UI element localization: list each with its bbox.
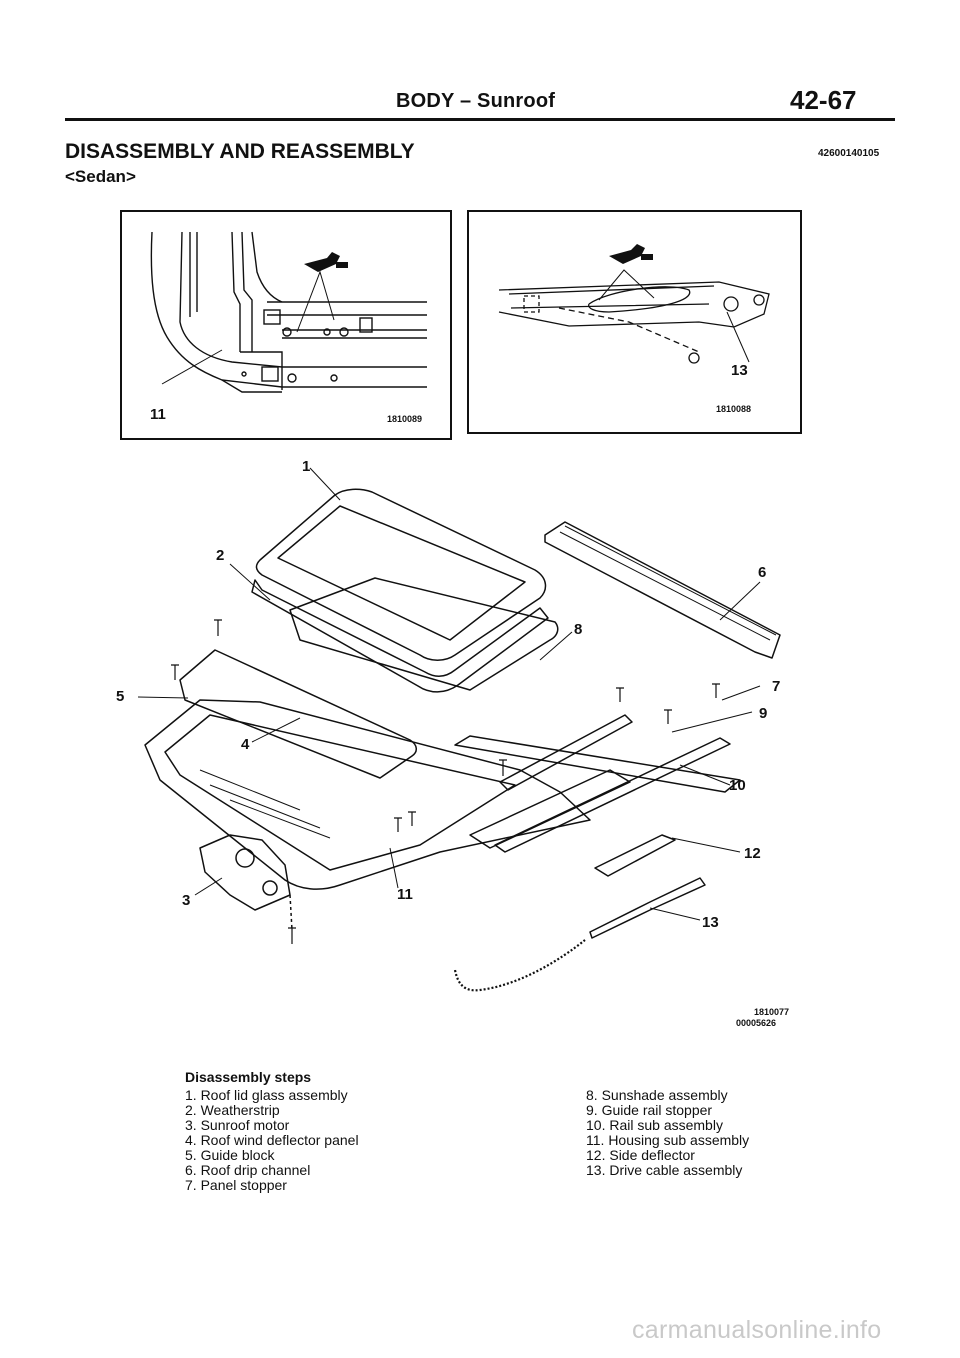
callout-11: 11: [397, 886, 413, 903]
detail-figure-housing: 11 1810089: [120, 210, 452, 440]
page-header-title: BODY – Sunroof: [396, 90, 556, 112]
callout-3: 3: [182, 892, 191, 909]
figure-code-main-1: 1810077: [754, 1007, 790, 1017]
step-item: 5. Guide block: [185, 1147, 275, 1163]
figure-code-left: 1810089: [387, 414, 423, 424]
drive-cable-detail-drawing: [498, 244, 770, 364]
page-number: 42-67: [790, 85, 857, 115]
step-item: 3. Sunroof motor: [185, 1117, 290, 1133]
step-item: 7. Panel stopper: [185, 1177, 287, 1193]
step-item: 12. Side deflector: [586, 1147, 695, 1163]
callout-13-detail: 13: [731, 362, 748, 379]
callout-7: 7: [772, 678, 781, 695]
callout-5: 5: [116, 688, 125, 705]
steps-heading: Disassembly steps: [185, 1069, 312, 1085]
grease-gun-icon: [609, 244, 653, 264]
figure-code-main-2: 00005626: [736, 1018, 777, 1028]
section-code: 42600140105: [818, 148, 880, 159]
steps-list-left: 1. Roof lid glass assembly 2. Weatherstr…: [185, 1088, 359, 1193]
exploded-view-figure: 1 2 3 4 5 6 7 8 9 10 11 12 13 1810077: [0, 440, 960, 1020]
detail-figure-drive-cable: 13 1810088: [467, 210, 802, 434]
callout-4: 4: [241, 736, 250, 753]
grease-gun-icon: [304, 252, 348, 272]
callout-11-detail: 11: [150, 406, 166, 423]
callout-13: 13: [702, 914, 719, 931]
callout-1: 1: [302, 458, 311, 475]
step-item: 11. Housing sub assembly: [586, 1132, 750, 1148]
step-item: 2. Weatherstrip: [185, 1102, 280, 1118]
figure-code-right: 1810088: [716, 404, 752, 414]
section-title: DISASSEMBLY AND REASSEMBLY: [65, 140, 415, 163]
step-item: 1. Roof lid glass assembly: [185, 1087, 348, 1103]
housing-detail-drawing: [150, 231, 427, 393]
step-item: 4. Roof wind deflector panel: [185, 1132, 359, 1148]
step-item: 13. Drive cable assembly: [586, 1162, 743, 1178]
step-item: 6. Roof drip channel: [185, 1162, 311, 1178]
watermark-text: carmanualsonline.info: [632, 1316, 882, 1344]
callout-2: 2: [216, 547, 225, 564]
section-subtitle: <Sedan>: [65, 167, 136, 186]
steps-list-right: 8. Sunshade assembly 9. Guide rail stopp…: [586, 1088, 749, 1178]
callout-9: 9: [759, 705, 768, 722]
callout-10: 10: [729, 777, 746, 794]
callout-6: 6: [758, 564, 767, 581]
header-rule: [65, 118, 895, 121]
callout-12: 12: [744, 845, 761, 862]
sunroof-exploded-drawing: [137, 467, 781, 992]
step-item: 8. Sunshade assembly: [586, 1087, 728, 1103]
callout-8: 8: [574, 621, 583, 638]
step-item: 9. Guide rail stopper: [586, 1102, 713, 1118]
step-item: 10. Rail sub assembly: [586, 1117, 723, 1133]
